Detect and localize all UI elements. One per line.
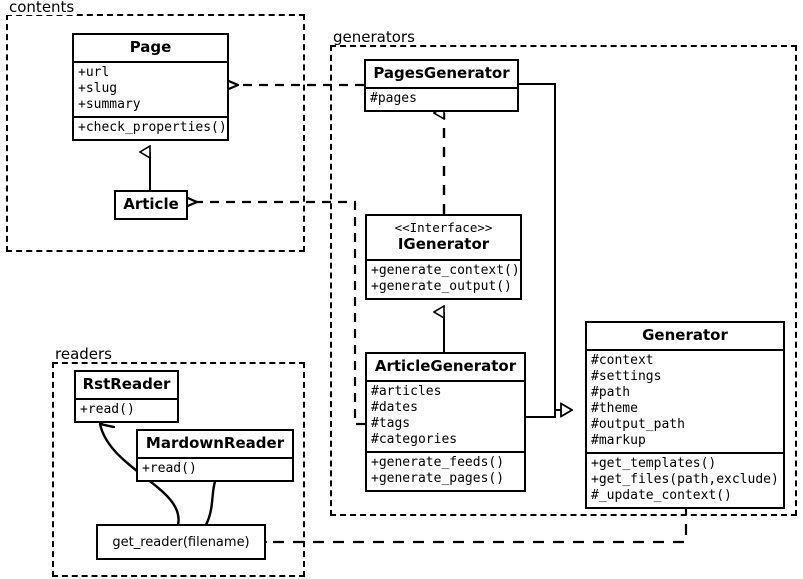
class-page-title: Page (129, 38, 172, 56)
class-pagesgenerator-attributes: #pages (366, 87, 517, 110)
method-row: +generate_feeds() (371, 455, 505, 471)
method-row: +generate_pages() (371, 471, 505, 487)
method-row: +read() (80, 402, 135, 418)
method-row: +get_templates() (591, 456, 717, 472)
attribute-row: #context (591, 353, 654, 369)
attribute-row: #theme (591, 401, 638, 417)
function-get-reader-label: get_reader(filename) (112, 534, 250, 550)
class-mardownreader-title: MardownReader (145, 434, 285, 452)
class-page-attributes: +url +slug +summary (74, 61, 227, 116)
attribute-row: #pages (370, 91, 417, 107)
attribute-row: +url (78, 65, 110, 81)
class-articlegenerator-attributes: #articles #dates #tags #categories (367, 380, 524, 451)
class-pagesgenerator-title: PagesGenerator (373, 64, 510, 82)
class-igenerator[interactable]: <<Interface>> IGenerator +generate_conte… (365, 214, 522, 300)
class-articlegenerator[interactable]: ArticleGenerator #articles #dates #tags … (365, 352, 526, 493)
method-row: +get_files(path,exclude) (591, 472, 779, 488)
package-contents-label: contents (6, 0, 78, 15)
class-pagesgenerator[interactable]: PagesGenerator #pages (364, 59, 519, 113)
method-row: +check_properties() (78, 120, 227, 136)
method-row: +generate_output() (371, 278, 512, 294)
attribute-row: #articles (371, 384, 442, 400)
attribute-row: #markup (591, 433, 646, 449)
attribute-row: #categories (371, 432, 458, 448)
class-mardownreader[interactable]: MardownReader +read() (136, 429, 294, 483)
attribute-row: +slug (78, 81, 118, 97)
attribute-row: #settings (591, 369, 662, 385)
attribute-row: #output_path (591, 417, 685, 433)
class-generator-methods: +get_templates() +get_files(path,exclude… (587, 452, 783, 507)
attribute-row: #path (591, 385, 631, 401)
package-generators-label: generators (330, 30, 418, 45)
class-rstreader-title: RstReader (82, 375, 171, 393)
method-row: +read() (142, 461, 197, 477)
attribute-row: +summary (78, 97, 141, 113)
package-readers (52, 362, 305, 577)
class-article-title: Article (123, 195, 179, 213)
attribute-row: #tags (371, 416, 411, 432)
function-get-reader[interactable]: get_reader(filename) (96, 524, 266, 560)
class-rstreader-methods: +read() (76, 398, 177, 421)
method-row: +generate_context() (371, 262, 520, 278)
package-contents (6, 14, 305, 252)
class-page[interactable]: Page +url +slug +summary +check_properti… (72, 33, 229, 142)
class-articlegenerator-methods: +generate_feeds() +generate_pages() (367, 451, 524, 490)
attribute-row: #dates (371, 400, 418, 416)
class-igenerator-methods: +generate_context() +generate_output() (367, 258, 520, 298)
class-generator[interactable]: Generator #context #settings #path #them… (585, 321, 785, 510)
class-generator-attributes: #context #settings #path #theme #output_… (587, 349, 783, 452)
class-page-methods: +check_properties() (74, 116, 227, 139)
class-generator-title: Generator (642, 326, 728, 344)
class-igenerator-name: IGenerator (397, 235, 490, 254)
method-row: #_update_context() (591, 488, 732, 504)
class-igenerator-title: <<Interface>> IGenerator (367, 216, 520, 259)
class-igenerator-stereotype: <<Interface>> (394, 220, 493, 235)
class-rstreader[interactable]: RstReader +read() (74, 370, 179, 424)
class-mardownreader-methods: +read() (138, 457, 292, 480)
class-articlegenerator-title: ArticleGenerator (374, 357, 517, 375)
class-article[interactable]: Article (114, 190, 188, 221)
package-readers-label: readers (52, 347, 115, 362)
